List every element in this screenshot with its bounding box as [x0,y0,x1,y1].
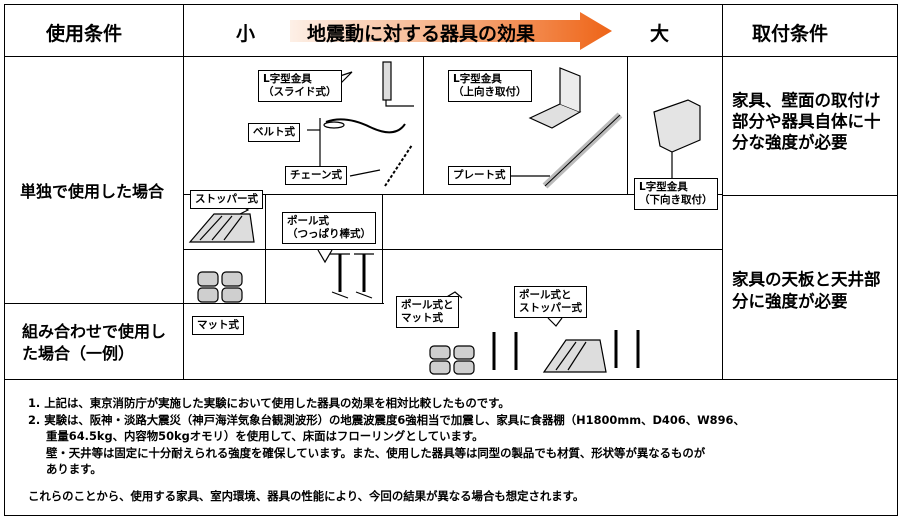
label-pole-and-mat: ポール式とマット式 [396,296,459,328]
conclusion: これらのことから、使用する家具、室内環境、器具の性能により、今回の結果が異なる場… [28,489,585,503]
inner-divider [423,57,424,194]
label-l-bracket-up: L字型金具（上向き取付） [448,70,532,102]
mount-condition-top: 家具、壁面の取付け部分や器具自体に十分な強度が必要 [732,91,881,152]
row-label-single: 単独で使用した場合 [20,182,165,201]
header-mount-conditions: 取付条件 [752,23,829,45]
label-l-bracket-down: L字型金具（下向き取付） [634,178,718,210]
row-divider [4,303,184,304]
inner-divider [627,57,628,194]
notes-divider [4,379,898,380]
inner-divider [382,195,383,303]
col-divider-left [183,4,184,379]
note-1: 1. 上記は、東京消防庁が実施した実験において使用した器具の効果を相対比較したも… [28,396,510,410]
inner-divider [184,249,722,250]
label-belt: ベルト式 [248,123,300,142]
header-usage-conditions: 使用条件 [46,23,123,45]
note-2-cont: 壁・天井等は固定に十分耐えられる強度を確保しています。また、使用した器具等は同型… [46,446,706,460]
header-large: 大 [650,23,670,45]
label-plate: プレート式 [448,166,511,185]
table-frame [4,4,898,516]
label-chain: チェーン式 [285,166,347,185]
inner-divider [265,195,266,303]
note-2-cont: あります。 [46,462,102,476]
label-stopper: ストッパー式 [190,190,263,209]
label-pole: ポール式（つっぱり棒式） [282,212,376,244]
right-row-divider [722,195,898,196]
col-divider-right [722,4,723,379]
label-mat: マット式 [192,316,244,335]
label-l-bracket-slide: L字型金具（スライド式） [258,70,342,102]
header-effect-title: 地震動に対する器具の効果 [307,23,536,45]
header-small: 小 [236,23,256,45]
inner-divider [184,194,722,195]
header-divider [4,56,898,57]
mount-condition-bottom: 家具の天板と天井部分に強度が必要 [732,270,881,311]
row-label-combo: 組み合わせで使用した場合（一例） [22,322,167,363]
inner-divider [184,303,384,304]
note-2: 2. 実験は、阪神・淡路大震災（神戸海洋気象台観測波形）の地震波震度6強相当で加… [28,413,745,427]
note-2-cont: 重量64.5kg、内容物50kgオモリ）を使用して、床面はフローリングとしていま… [46,429,484,443]
label-pole-and-stopper: ポール式とストッパー式 [514,286,587,318]
